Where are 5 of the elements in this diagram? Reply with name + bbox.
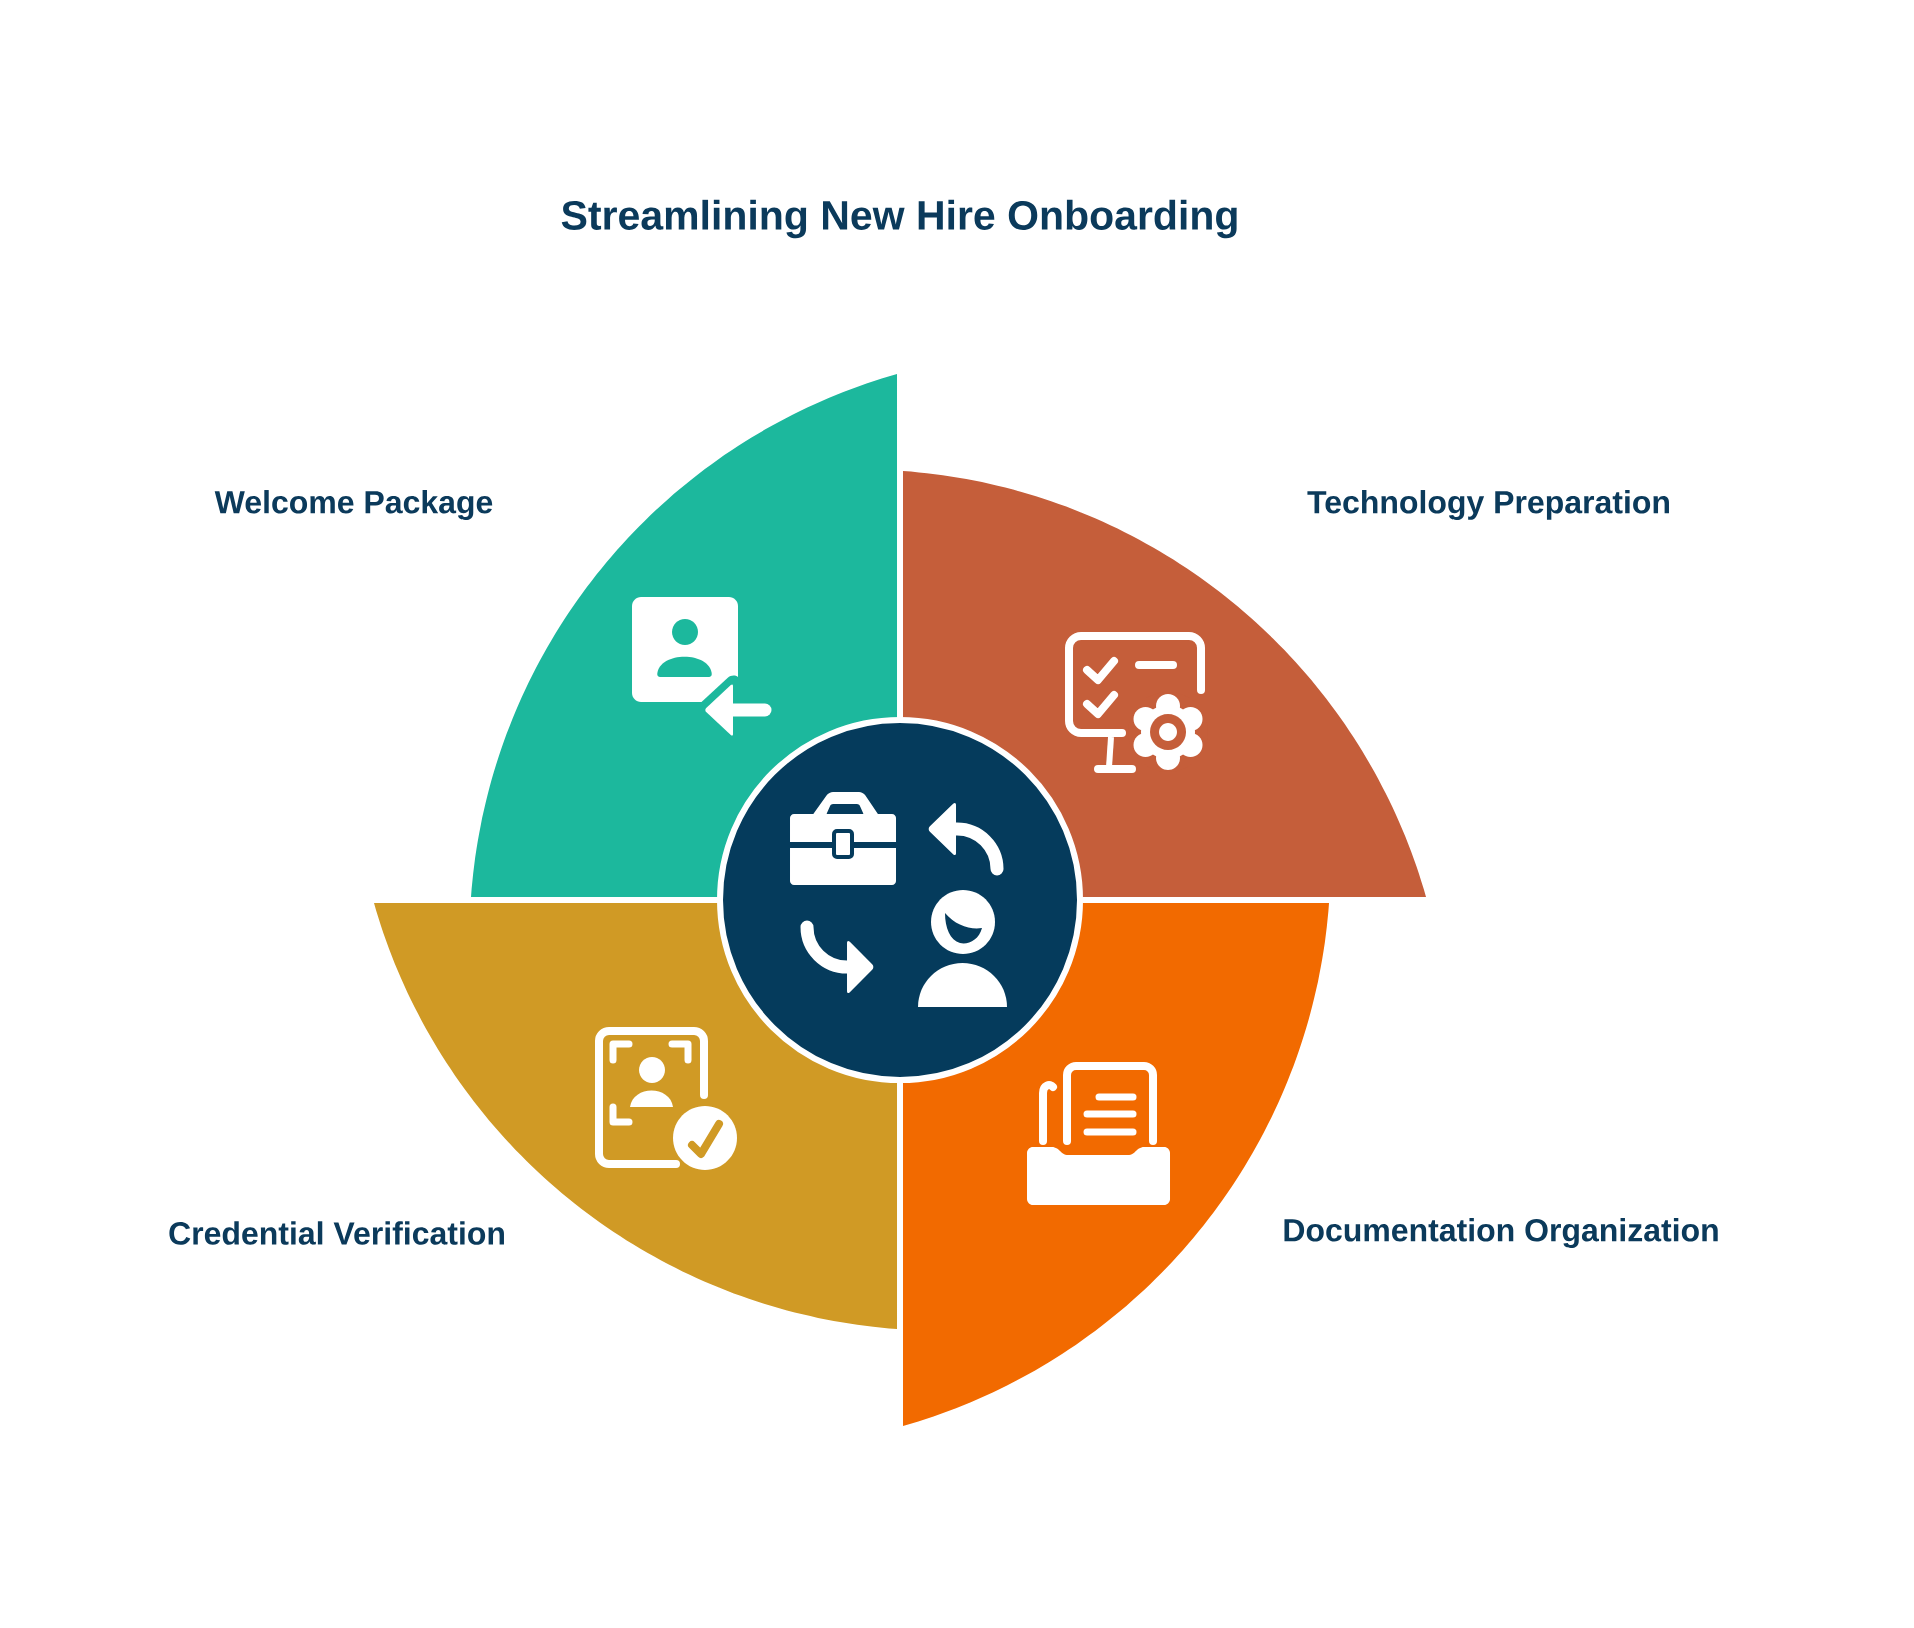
title: Streamlining New Hire Onboarding [561, 199, 1237, 239]
sector-label: Documentation Organization [1284, 1218, 1718, 1248]
sector-label: Welcome Package [214, 490, 493, 520]
sector-label: Technology Preparation [1307, 490, 1669, 520]
sector-label: Credential Verification [169, 1221, 504, 1245]
